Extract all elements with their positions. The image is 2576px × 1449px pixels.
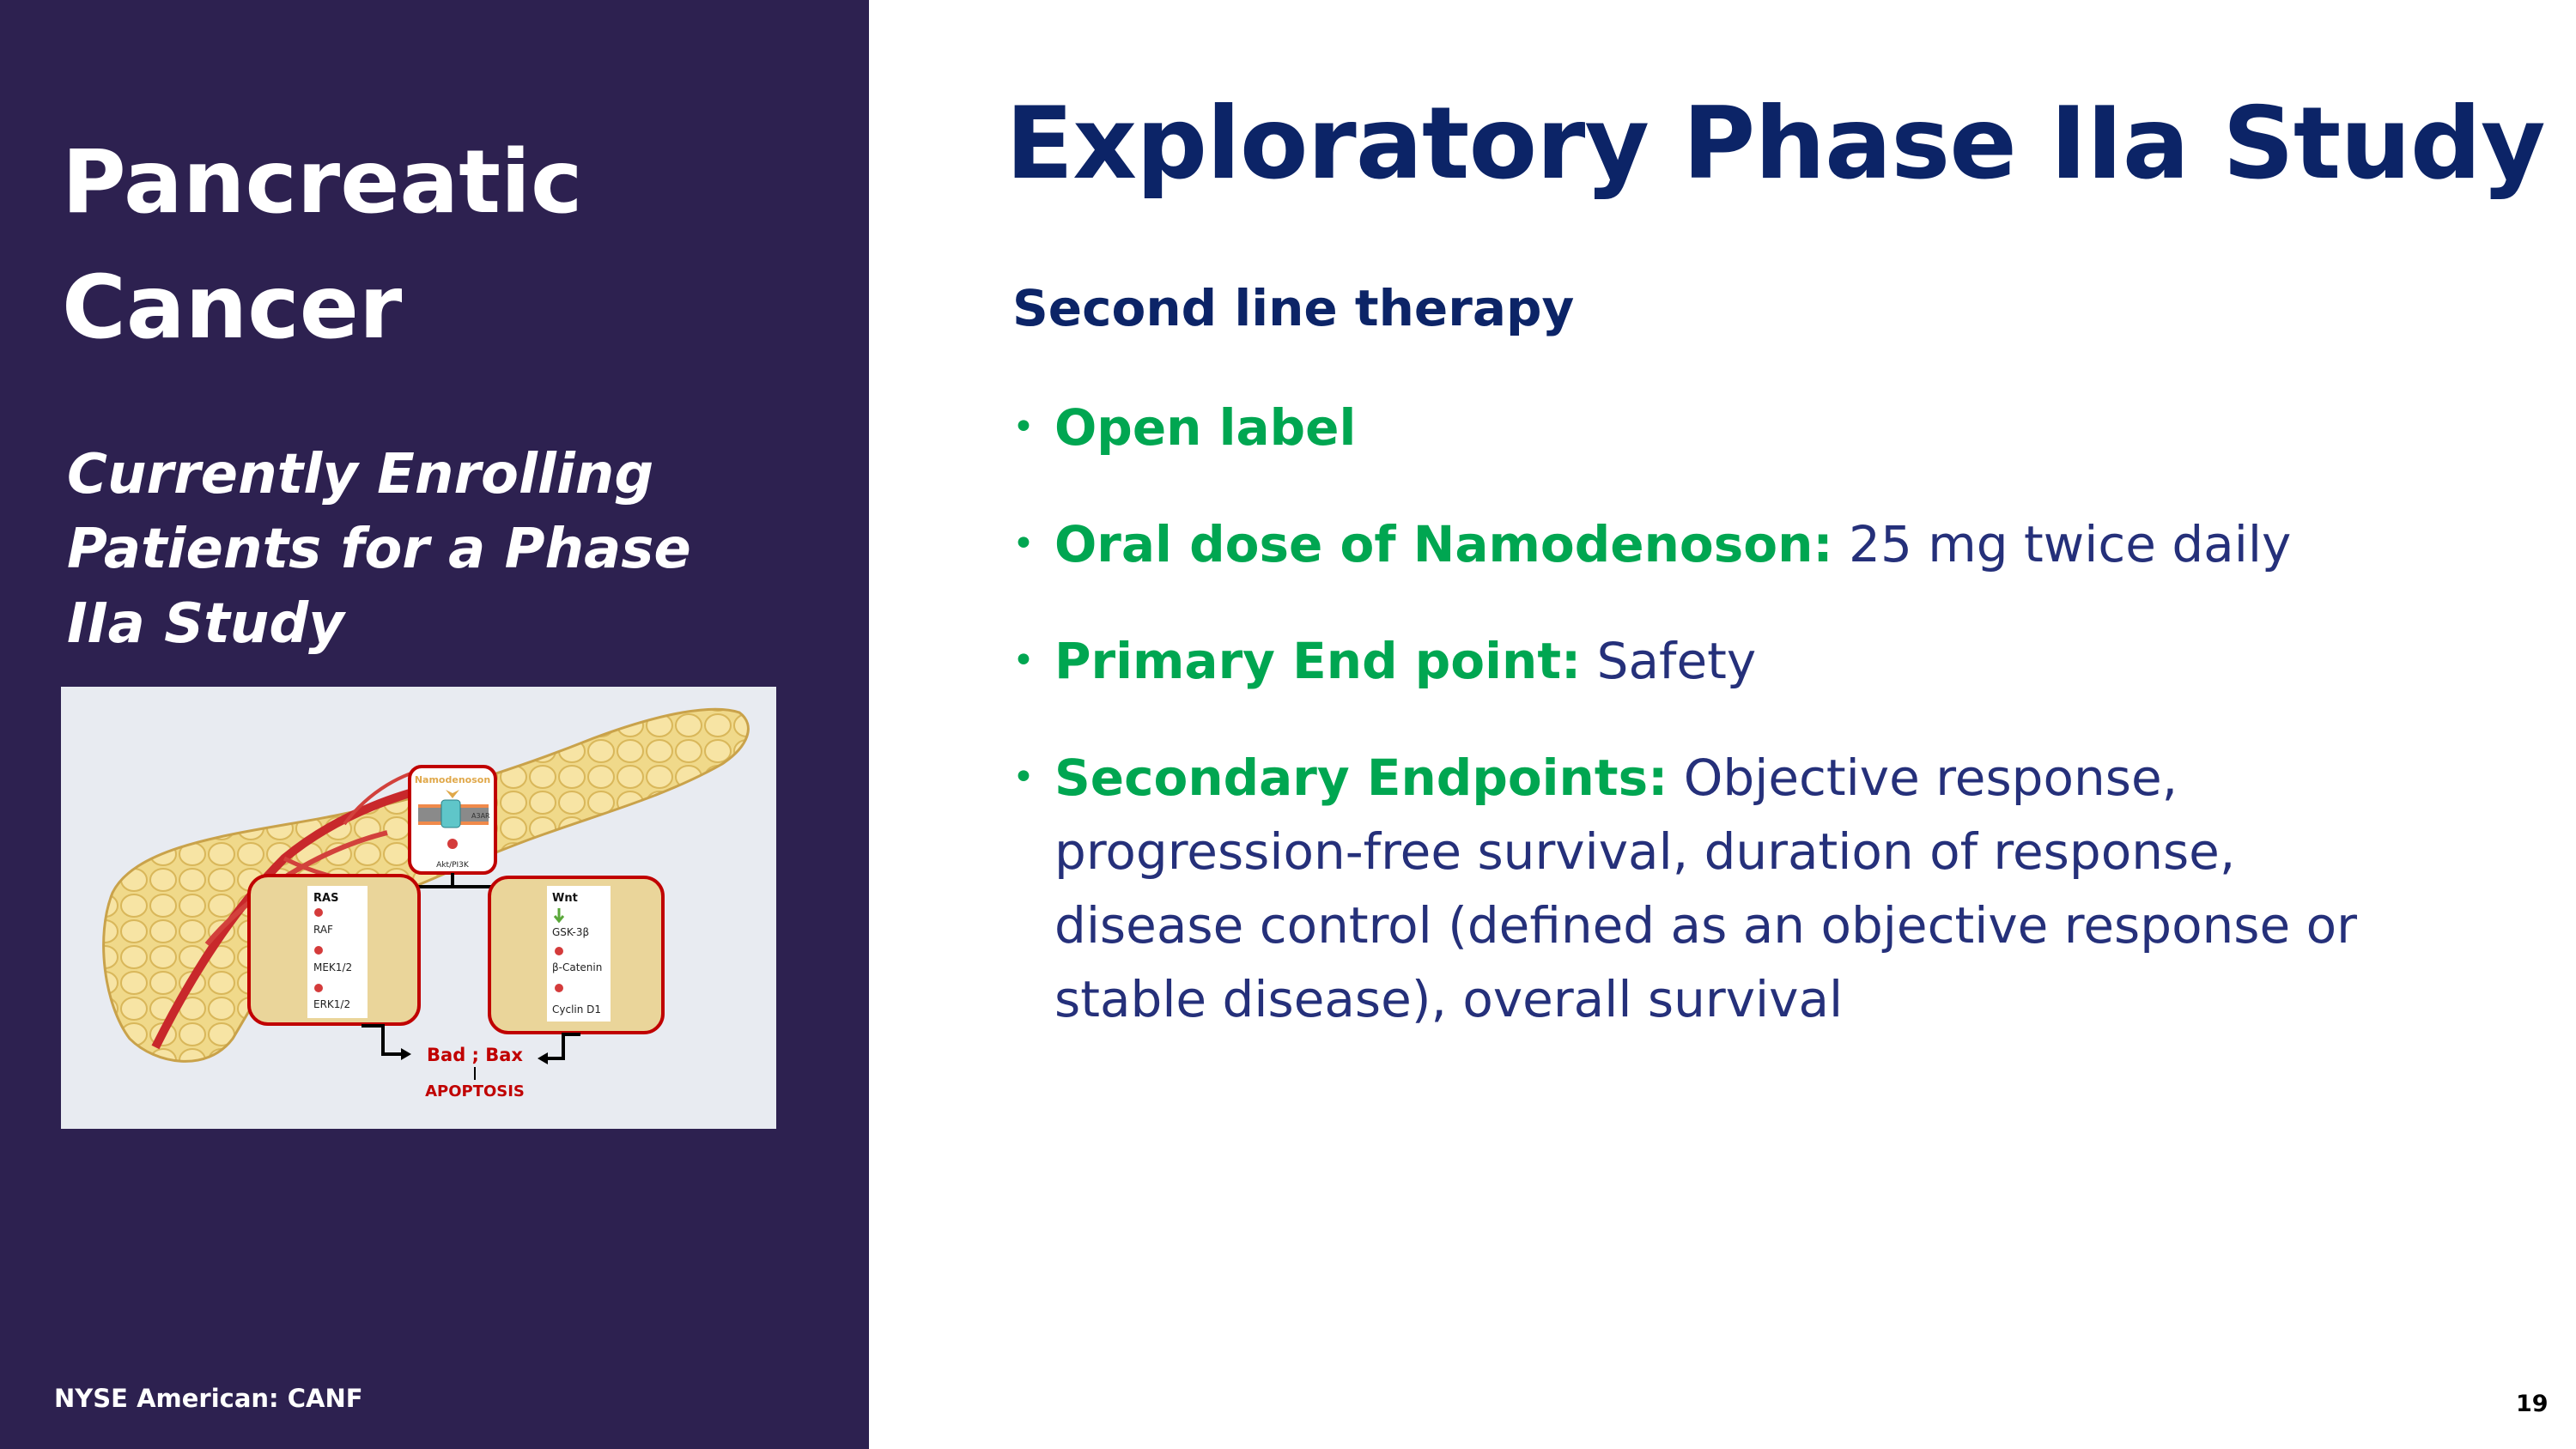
pancreas-illustration: Namodenoson A3AR Akt/PI3K RAS RAF MEK1/2… <box>102 707 750 1100</box>
bullet-primary-endpoint: • Primary End point: Safety <box>1009 624 2383 698</box>
bullet-text: Safety <box>1581 632 1757 690</box>
section-title-line2: Cancer <box>62 257 403 359</box>
drug-label: Namodenoson <box>415 774 490 785</box>
bullet-label: Secondary Endpoints: <box>1054 749 1668 807</box>
raf-label: RAF <box>313 924 333 936</box>
bullet-oral-dose: • Oral dose of Namodenoson: 25 mg twice d… <box>1009 507 2383 581</box>
bullet-icon: • <box>1012 755 1035 799</box>
enrollment-subtitle: Currently Enrolling Patients for a Phase… <box>67 443 691 656</box>
mek-label: MEK1/2 <box>313 961 352 973</box>
bullet-text: Objective response, progression-free sur… <box>1054 749 2357 1028</box>
section-title-line1: Pancreatic <box>62 131 583 233</box>
binding-arrow-icon <box>446 790 459 798</box>
subheading: Second line therapy <box>1012 279 1575 337</box>
bullet-icon: • <box>1012 639 1035 682</box>
left-panel: Pancreatic Cancer Currently Enrolling Pa… <box>0 0 869 1449</box>
erk-label: ERK1/2 <box>313 998 350 1010</box>
mechanism-diagram: Namodenoson A3AR Akt/PI3K RAS RAF MEK1/2… <box>61 687 776 1129</box>
bullet-secondary-endpoints: • Secondary Endpoints: Objective response… <box>1009 741 2383 1036</box>
cyclin-label: Cyclin D1 <box>552 1003 601 1016</box>
receptor-icon <box>440 799 461 828</box>
ras-label: RAS <box>313 892 338 905</box>
bullet-text: 25 mg twice daily <box>1832 515 2292 573</box>
bullet-open-label: • Open label <box>1009 391 2383 464</box>
apoptosis-label: APOPTOSIS <box>425 1082 525 1100</box>
bullet-icon: • <box>1012 522 1035 566</box>
ticker-footer: NYSE American: CANF <box>54 1384 363 1413</box>
activate-arrow-icon <box>553 908 565 924</box>
bullet-label: Primary End point: <box>1054 632 1582 690</box>
inhibit-icon <box>447 839 458 849</box>
bullet-label: Oral dose of Namodenoson: <box>1054 515 1833 573</box>
bullet-icon: • <box>1012 405 1035 449</box>
receptor-label: A3AR <box>471 812 490 820</box>
bullet-label: Open label <box>1054 398 1357 457</box>
gsk-label: GSK-3β <box>552 926 589 938</box>
page-number: 19 <box>2516 1391 2549 1417</box>
section-title: Pancreatic Cancer <box>62 120 835 371</box>
akt-label: Akt/PI3K <box>436 861 470 870</box>
wnt-label: Wnt <box>552 892 578 905</box>
bad-bax-label: Bad ; Bax <box>427 1045 523 1065</box>
study-details-list: • Open label • Oral dose of Namodenoson: 2… <box>1009 391 2383 1079</box>
catenin-label: β-Catenin <box>552 961 602 973</box>
slide-title: Exploratory Phase IIa Study <box>1005 86 2546 202</box>
